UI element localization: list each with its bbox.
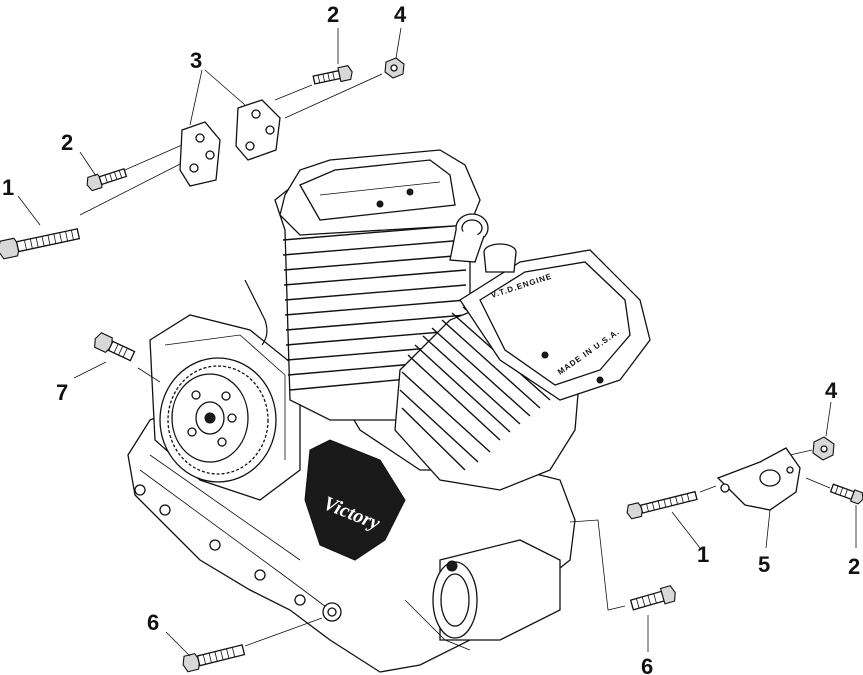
bolt-2-left (79, 144, 183, 192)
leader-line (274, 84, 313, 101)
leader-line (79, 151, 97, 177)
callout-4-top: 4 (394, 2, 407, 27)
bracket-3-rear (179, 121, 221, 187)
leader-line (124, 144, 183, 171)
nut-4-right (789, 401, 835, 461)
oil-filler (483, 243, 517, 273)
leader-line (569, 519, 626, 611)
callout-5: 5 (758, 552, 770, 577)
bolt-6-right (569, 519, 676, 652)
bolt-6-left (165, 617, 323, 673)
callout-1-right: 1 (697, 542, 709, 567)
front-valve-cover: V.T.D.ENGINE MADE IN U.S.A. (459, 249, 651, 401)
bolt-2-right (805, 477, 863, 548)
breather-tube (449, 213, 489, 263)
center-logo-cover: Victory (304, 439, 406, 561)
engine-assembly: V.T.D.ENGINE MADE IN U.S.A. Victory (127, 149, 651, 673)
nut-4-top (384, 27, 405, 79)
rear-valve-cover (279, 149, 481, 236)
bracket-5 (716, 447, 801, 549)
callout-3: 3 (190, 48, 202, 73)
callout-2-top: 2 (327, 2, 339, 27)
bolt-2-top (312, 28, 353, 85)
leader-line (73, 361, 107, 379)
leader-line (825, 401, 832, 437)
leader-line (765, 509, 771, 549)
leader-line (671, 511, 701, 549)
leader-line (284, 73, 383, 119)
bolt-1-left (0, 159, 189, 260)
leader-line (699, 485, 717, 493)
drive-pulley (159, 357, 277, 483)
vent-hose (244, 279, 268, 346)
callout-4-right: 4 (825, 378, 838, 403)
bolt-7 (73, 332, 161, 383)
leader-line (789, 449, 813, 456)
callout-1-left: 1 (2, 175, 14, 200)
callout-2-left: 2 (61, 130, 73, 155)
leader-line (244, 617, 323, 647)
leader-line (805, 477, 831, 489)
bolt-1-right (626, 485, 717, 549)
leader-line (204, 69, 246, 106)
leader-line (189, 69, 203, 126)
callout-7: 7 (56, 380, 68, 405)
callout-2-right: 2 (848, 554, 860, 579)
leader-line (165, 631, 191, 657)
leader-line (79, 159, 189, 216)
starter-motor (404, 539, 561, 651)
leader-line (395, 27, 402, 59)
leader-line (137, 367, 161, 383)
callout-6-left: 6 (147, 610, 159, 635)
leader-line (17, 195, 41, 226)
bracket-3-front (235, 99, 281, 161)
callout-6-right: 6 (641, 654, 653, 675)
